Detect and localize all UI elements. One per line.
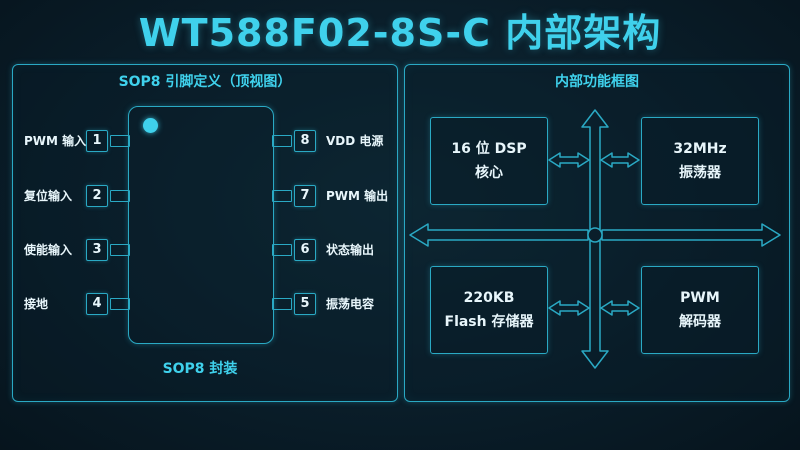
pin-number-2: 2 (86, 185, 108, 207)
dsp-core-line2: 核心 (475, 165, 503, 181)
pin-label-7: PWM 输出 (326, 189, 389, 203)
flash-memory-block: 220KB Flash 存储器 (430, 266, 548, 354)
pin-number-5: 5 (294, 293, 316, 315)
page-title: WT588F02-8S-C 内部架构 (138, 11, 662, 55)
package-label: SOP8 封装 (162, 361, 238, 377)
horizontal-bus-arrow (409, 223, 589, 247)
oscillator-block: 32MHz 振荡器 (641, 117, 759, 205)
pin-label-6: 状态输出 (326, 243, 375, 257)
pin-lead-1 (110, 135, 130, 147)
pin-label-5: 振荡电容 (326, 297, 375, 311)
vertical-bus-arrow-bottom (581, 239, 609, 369)
pin-number-6: 6 (294, 239, 316, 261)
pinout-panel: SOP8 引脚定义（顶视图） (12, 64, 398, 402)
pwm-decoder-block: PWM 解码器 (641, 266, 759, 354)
pin-number-8: 8 (294, 130, 316, 152)
osc-bus-arrow (600, 152, 640, 168)
flash-bus-arrow (548, 300, 590, 316)
pin-label-8: VDD 电源 (326, 134, 384, 148)
chip-body (128, 106, 274, 344)
flash-memory-line2: Flash 存储器 (444, 314, 534, 330)
bus-junction (587, 227, 603, 243)
pwm-decoder-line1: PWM (680, 290, 720, 306)
pin1-marker-dot (143, 118, 158, 133)
pwm-bus-arrow (600, 300, 640, 316)
dsp-core-line1: 16 位 DSP (451, 141, 527, 157)
pin-lead-5 (272, 298, 292, 310)
pin-label-3: 使能输入 (24, 243, 73, 257)
block-diagram-title: 内部功能框图 (555, 74, 639, 90)
pin-lead-3 (110, 244, 130, 256)
dsp-core-block: 16 位 DSP 核心 (430, 117, 548, 205)
oscillator-line2: 振荡器 (679, 165, 721, 181)
pin-label-4: 接地 (24, 297, 49, 311)
pin-lead-2 (110, 190, 130, 202)
pin-number-7: 7 (294, 185, 316, 207)
pin-lead-7 (272, 190, 292, 202)
pin-label-2: 复位输入 (24, 189, 73, 203)
vertical-bus-arrow (581, 109, 609, 231)
oscillator-line1: 32MHz (673, 141, 727, 157)
pwm-decoder-line2: 解码器 (679, 314, 721, 330)
pin-number-3: 3 (86, 239, 108, 261)
dsp-bus-arrow (548, 152, 590, 168)
pin-lead-6 (272, 244, 292, 256)
pin-number-1: 1 (86, 130, 108, 152)
pin-label-1: PWM 输入 (24, 134, 87, 148)
pin-lead-8 (272, 135, 292, 147)
pin-number-4: 4 (86, 293, 108, 315)
pinout-panel-title: SOP8 引脚定义（顶视图） (118, 74, 292, 90)
flash-memory-line1: 220KB (463, 290, 515, 306)
horizontal-bus-arrow-right (601, 223, 781, 247)
pin-lead-4 (110, 298, 130, 310)
